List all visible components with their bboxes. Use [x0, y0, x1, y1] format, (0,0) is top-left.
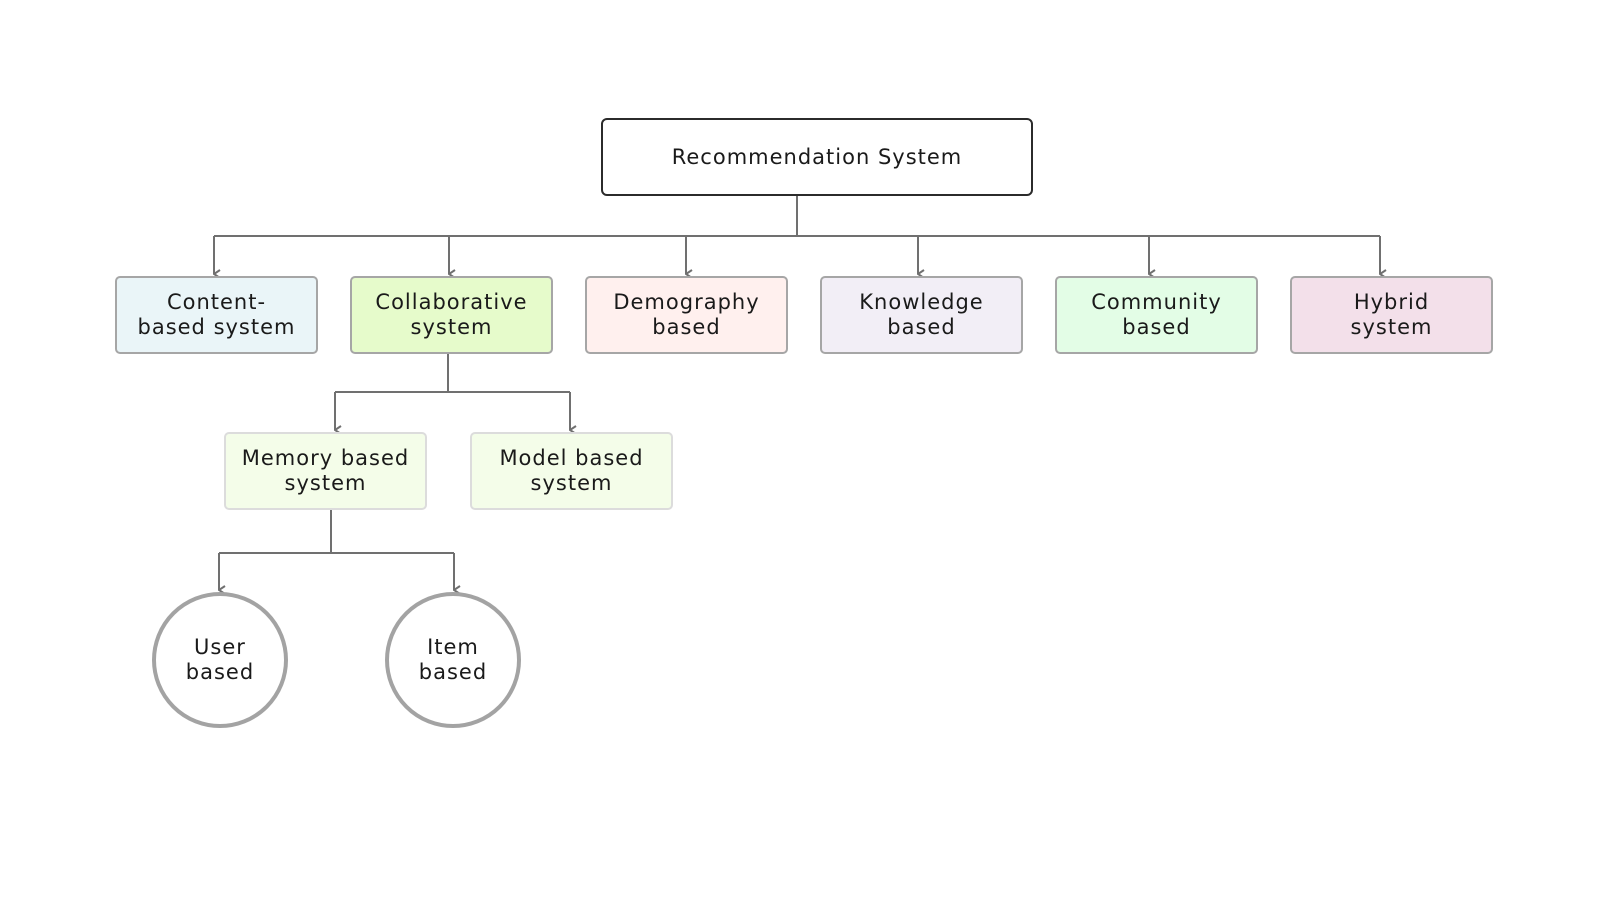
- node-content-based: Content- based system: [115, 276, 318, 354]
- node-knowledge: Knowledge based: [820, 276, 1023, 354]
- node-label-line2: based: [418, 660, 488, 684]
- node-label-line2: system: [410, 315, 493, 339]
- node-label-line2: system: [1350, 315, 1433, 339]
- node-label-line1: Memory based: [241, 446, 410, 470]
- node-label-line1: Content-: [166, 290, 267, 314]
- node-user-based: User based: [152, 592, 288, 728]
- node-memory-based: Memory based system: [224, 432, 427, 510]
- node-label-line2: based: [887, 315, 956, 339]
- node-hybrid: Hybrid system: [1290, 276, 1493, 354]
- node-label-line1: Demography: [613, 290, 760, 314]
- root-label: Recommendation System: [671, 144, 963, 169]
- node-label-line1: Knowledge: [859, 290, 984, 314]
- node-label-line2: based: [185, 660, 255, 684]
- node-label-line2: based system: [137, 315, 296, 339]
- node-label-line1: Item: [427, 635, 479, 659]
- node-label-line1: Model based: [499, 446, 644, 470]
- node-label-line1: Community: [1091, 290, 1222, 314]
- node-label-line2: based: [1122, 315, 1191, 339]
- node-model-based: Model based system: [470, 432, 673, 510]
- node-item-based: Item based: [385, 592, 521, 728]
- node-demography: Demography based: [585, 276, 788, 354]
- root-node: Recommendation System: [601, 118, 1033, 196]
- node-label-line1: User: [194, 635, 246, 659]
- node-label-line1: Collaborative: [375, 290, 528, 314]
- node-collaborative: Collaborative system: [350, 276, 553, 354]
- node-community: Community based: [1055, 276, 1258, 354]
- node-label-line2: system: [284, 471, 367, 495]
- node-label-line2: system: [530, 471, 613, 495]
- node-label-line1: Hybrid: [1353, 290, 1430, 314]
- node-label-line2: based: [652, 315, 721, 339]
